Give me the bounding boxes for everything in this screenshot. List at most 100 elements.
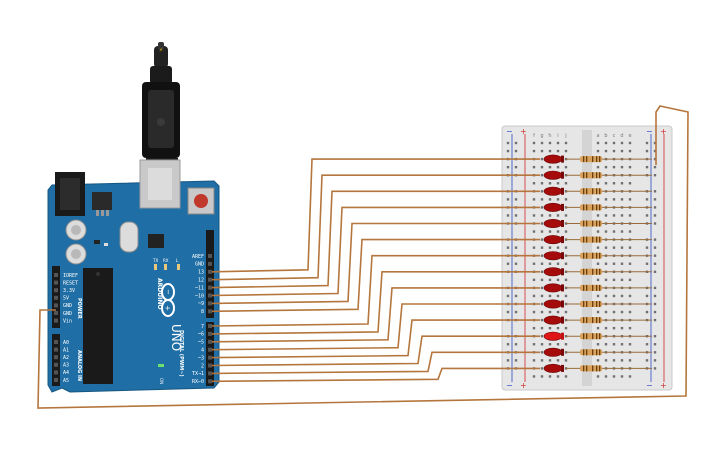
header-pin[interactable] [208,285,212,290]
signal-wire[interactable] [211,271,540,335]
jumper-wires[interactable] [211,158,540,383]
header-pin[interactable] [208,261,212,266]
reset-button[interactable] [194,194,208,208]
resistor[interactable] [588,301,602,307]
rail-minus-bottom-right: − [646,381,653,390]
resistor[interactable] [588,284,602,291]
pin-label: 2 [201,363,204,369]
signal-wire[interactable] [211,303,540,351]
resistor[interactable] [588,317,602,324]
signal-wire[interactable] [211,335,540,367]
header-pin[interactable] [208,379,212,384]
led[interactable] [543,202,563,212]
pin-label: A1 [63,347,69,353]
resistor[interactable] [588,172,602,179]
resistor[interactable] [588,204,602,211]
header-pin[interactable] [54,303,58,308]
led[interactable] [543,219,563,229]
column-letter: a [596,133,599,139]
header-pin[interactable] [208,363,212,368]
resistor[interactable] [588,220,602,227]
brand-label: ARDUINO [156,278,163,309]
resistor[interactable] [588,365,602,372]
resistor[interactable] [588,268,602,275]
signal-wire[interactable] [211,158,540,273]
led[interactable] [543,347,563,357]
signal-wire[interactable] [211,190,540,289]
header-pin[interactable] [54,362,58,367]
led[interactable] [543,170,563,180]
led[interactable] [543,154,563,164]
header-pin[interactable] [54,347,58,352]
signal-wire[interactable] [211,206,540,297]
led[interactable] [543,186,563,196]
pin-label: 3.3V [63,288,75,294]
header-pin[interactable] [54,355,58,360]
led[interactable] [543,267,563,277]
pin-label: 5V [63,296,69,302]
pin-label: ~11 [195,285,204,291]
resistor[interactable] [588,252,602,259]
pin-label: A4 [63,370,69,376]
header-pin[interactable] [54,311,58,315]
pin-label: ~6 [198,332,204,338]
signal-wire[interactable] [211,222,540,305]
signal-wire[interactable] [211,351,540,375]
header-pin[interactable] [54,288,58,293]
header-pin[interactable] [54,280,58,285]
led[interactable] [543,363,563,373]
pin-label: 8 [201,309,204,315]
header-pin[interactable] [208,269,212,274]
header-pin[interactable] [208,324,212,328]
header-pin[interactable] [208,293,212,298]
pin-label: 13 [198,270,204,276]
signal-wire[interactable] [211,287,540,343]
header-pin[interactable] [54,273,58,277]
header-pin[interactable] [208,371,212,376]
header-pin[interactable] [54,318,58,323]
pin-label: GND [63,311,72,317]
led[interactable] [543,331,563,341]
pin-label: AREF [192,254,204,260]
header-pin[interactable] [208,331,212,336]
led[interactable] [543,235,563,245]
header-pin[interactable] [208,355,212,360]
led[interactable] [543,315,563,325]
signal-wire[interactable] [211,254,540,327]
resistor[interactable] [588,333,602,340]
rail-plus-bottom-left: + [520,381,527,390]
l-label: L [176,258,179,263]
header-pin[interactable] [208,277,212,282]
header-pin[interactable] [208,301,212,306]
pin-label: 7 [201,324,204,330]
resistor[interactable] [588,188,602,195]
led[interactable] [543,251,563,261]
led[interactable] [543,283,563,293]
header-pin[interactable] [208,347,212,352]
resistor[interactable] [588,349,602,356]
led[interactable] [543,299,563,309]
header-pin[interactable] [54,295,58,300]
header-pin[interactable] [208,339,212,344]
pin-label: ~10 [195,293,204,299]
resistor[interactable] [588,236,602,243]
ground-wire[interactable] [37,105,689,409]
signal-wire[interactable] [211,238,540,313]
resistor[interactable] [588,156,602,163]
header-pin[interactable] [54,340,58,344]
header-pin[interactable] [208,309,212,314]
signal-wire[interactable] [211,319,540,359]
header-pin[interactable] [208,254,212,258]
arduino-board[interactable]: TX RX L − + ARDUINO UNO ON IOREFRESET3.3… [47,159,220,393]
digital-title: DIGITAL (PWM~) [178,330,184,377]
signal-wire[interactable] [211,367,540,383]
pin-label: RESET [63,280,78,286]
header-pin[interactable] [54,370,58,375]
rail-minus-bottom-left: − [506,381,513,390]
rx-label: RX [163,258,169,263]
header-pin[interactable] [54,378,58,382]
signal-wire[interactable] [211,174,540,281]
usb-cable[interactable]: ⚡ [142,42,180,164]
